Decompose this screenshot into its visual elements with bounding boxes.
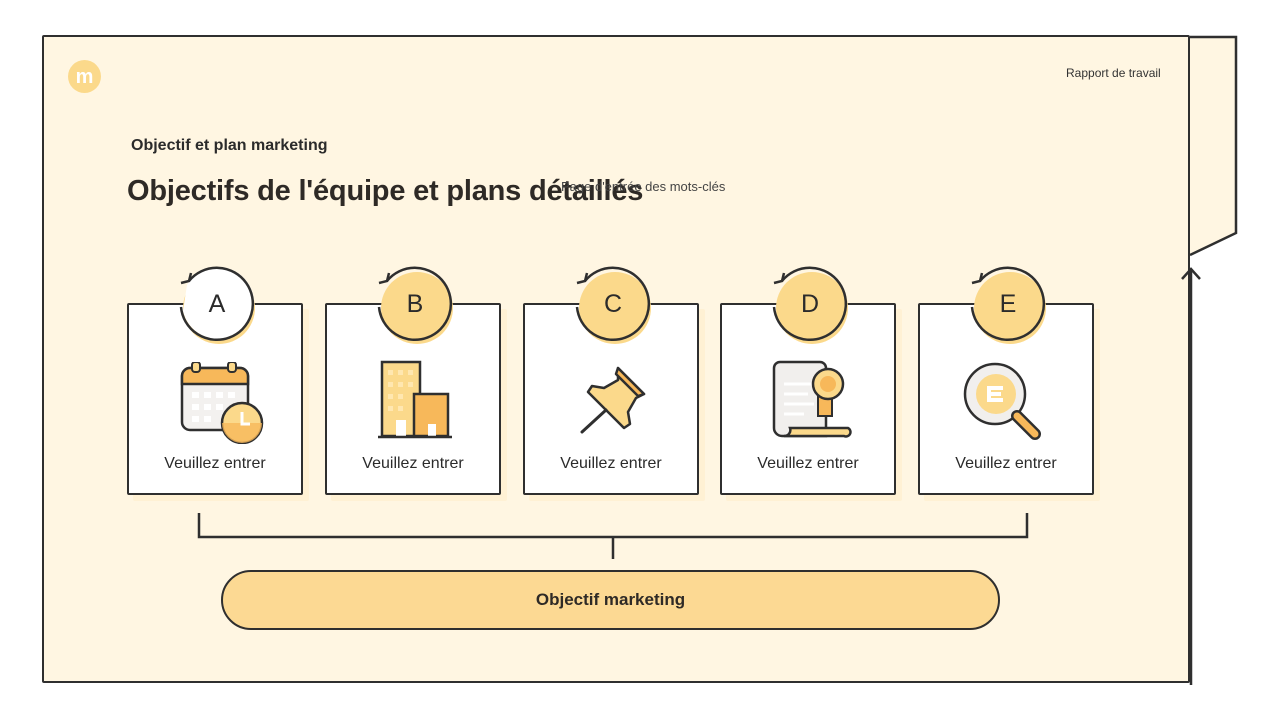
pushpin-icon xyxy=(580,366,646,434)
card-b-letter: B xyxy=(406,290,424,318)
calendar-clock-icon xyxy=(180,362,264,444)
report-label: Rapport de travail xyxy=(1066,66,1161,80)
arrow-up-icon xyxy=(1181,267,1201,685)
section-title: Objectif et plan marketing xyxy=(131,137,328,154)
logo-letter: m xyxy=(75,65,94,88)
marketing-goal-bar: Objectif marketing xyxy=(221,570,1000,630)
card-e-letter: E xyxy=(999,290,1017,318)
card-a-label: Veuillez entrer xyxy=(164,455,266,472)
page-tab-decoration xyxy=(1190,35,1238,257)
page-subtitle: Page d'entrée des mots-clés xyxy=(561,179,726,194)
connector-bracket xyxy=(197,513,1029,559)
card-c-letter: C xyxy=(603,290,623,318)
card-d-label: Veuillez entrer xyxy=(757,455,859,472)
card-b-label: Veuillez entrer xyxy=(362,455,464,472)
card-e-label: Veuillez entrer xyxy=(955,455,1057,472)
card-c-label: Veuillez entrer xyxy=(560,455,662,472)
cycle-arrow-icon xyxy=(772,266,848,344)
page-title: Objectifs de l'équipe et plans détaillés xyxy=(127,175,644,207)
building-icon xyxy=(378,360,452,439)
logo: m xyxy=(68,60,101,93)
cycle-arrow-icon xyxy=(575,266,651,344)
cycle-arrow-icon xyxy=(377,266,453,344)
cycle-arrow-icon xyxy=(970,266,1046,344)
card-d-letter: D xyxy=(800,290,820,318)
card-a-letter: A xyxy=(208,290,226,318)
marketing-goal-label: Objectif marketing xyxy=(535,590,686,609)
magnifier-icon xyxy=(963,362,1041,440)
cycle-arrow-icon xyxy=(179,266,255,344)
certificate-icon xyxy=(772,360,852,438)
